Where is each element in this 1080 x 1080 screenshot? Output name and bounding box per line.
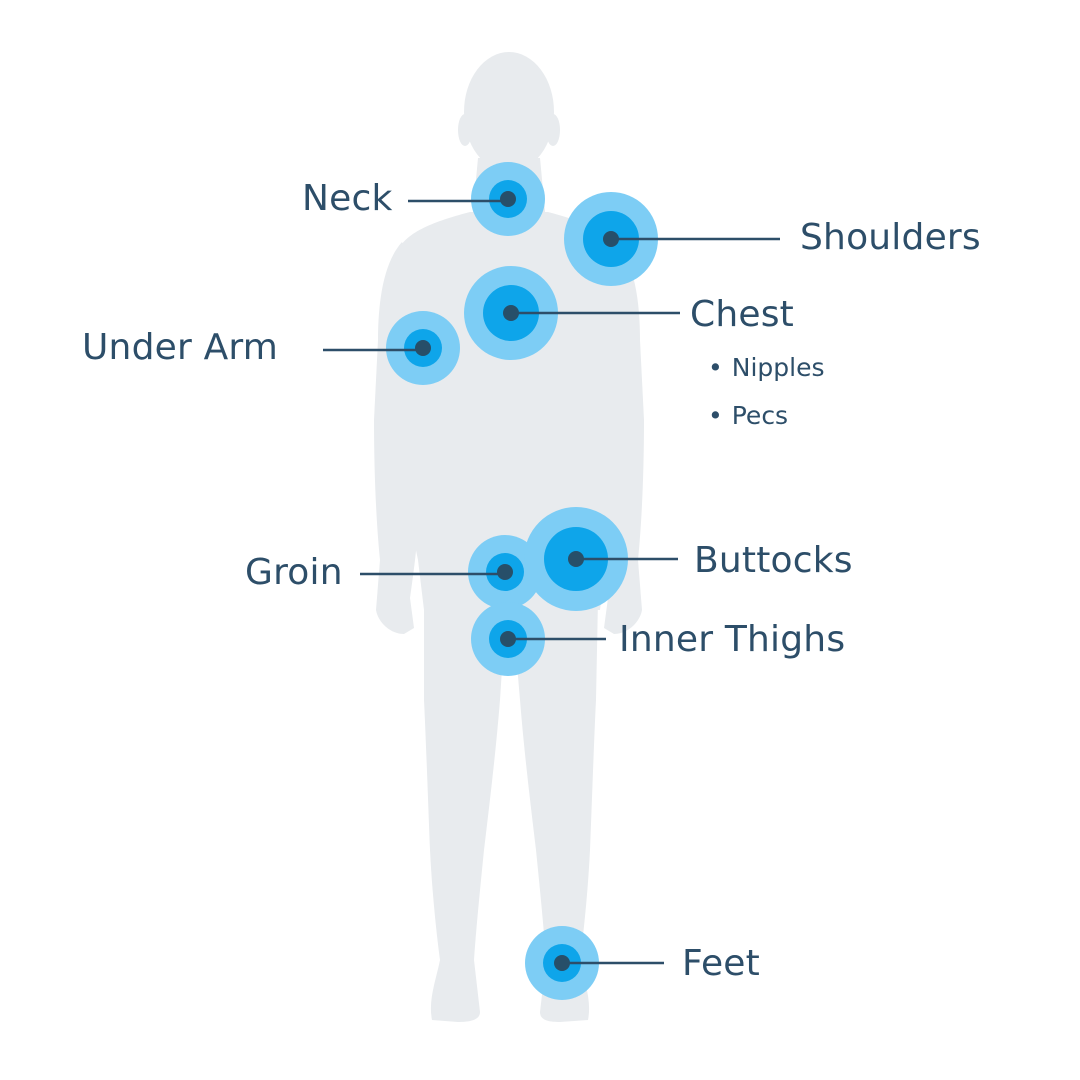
label-chest-sub-pecs: • Pecs bbox=[708, 403, 788, 428]
label-chest-sub-nipples: • Nipples bbox=[708, 355, 825, 380]
silhouette-ear-right bbox=[546, 114, 560, 146]
marker-groin-center-dot bbox=[497, 564, 513, 580]
silhouette-leg-left bbox=[424, 600, 506, 1022]
label-feet: Feet bbox=[682, 943, 760, 984]
marker-buttocks-center-dot bbox=[568, 551, 584, 567]
label-groin: Groin bbox=[245, 552, 343, 593]
label-inner-thighs: Inner Thighs bbox=[619, 619, 846, 660]
silhouette-ear-left bbox=[458, 114, 472, 146]
marker-shoulders-center-dot bbox=[603, 231, 619, 247]
sub-label-nipples: Nipples bbox=[731, 353, 825, 382]
label-chest: Chest bbox=[690, 294, 794, 335]
marker-neck-center-dot bbox=[500, 191, 516, 207]
marker-chest-center-dot bbox=[503, 305, 519, 321]
marker-layer bbox=[323, 162, 780, 1000]
silhouette-arm-right bbox=[580, 242, 644, 634]
marker-feet-center-dot bbox=[554, 955, 570, 971]
label-neck: Neck bbox=[302, 178, 393, 219]
silhouette-head bbox=[464, 52, 554, 172]
marker-inner-thighs-center-dot bbox=[500, 631, 516, 647]
label-shoulders: Shoulders bbox=[800, 217, 981, 258]
silhouette-leg-right bbox=[512, 600, 598, 1022]
bullet-glyph: • bbox=[708, 401, 723, 430]
label-buttocks: Buttocks bbox=[694, 540, 853, 581]
label-under-arm: Under Arm bbox=[82, 327, 279, 368]
marker-under-arm-center-dot bbox=[415, 340, 431, 356]
sub-label-pecs: Pecs bbox=[731, 401, 789, 430]
bullet-glyph: • bbox=[708, 353, 723, 382]
